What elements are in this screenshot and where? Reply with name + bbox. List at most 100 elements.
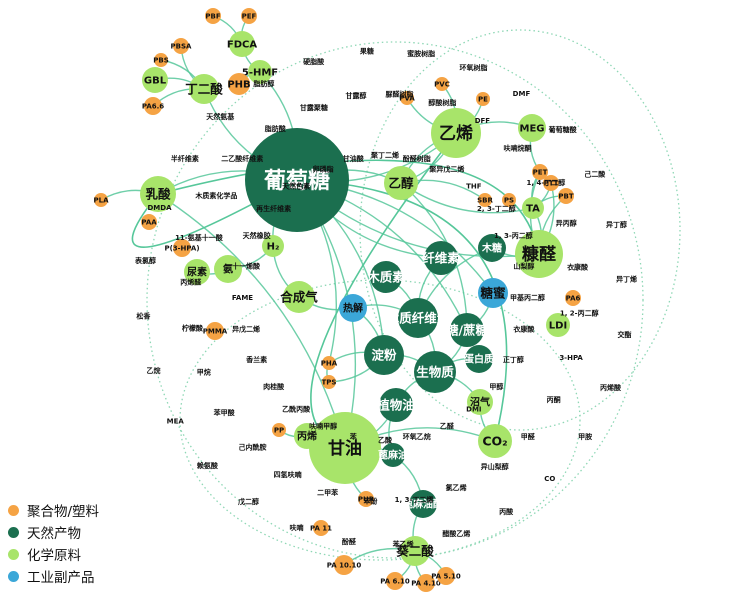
node-pbf[interactable]: PBF — [205, 8, 221, 24]
node-polyisoprene[interactable]: 聚异戊二烯 — [428, 165, 464, 174]
node-pbs[interactable]: PBS — [153, 53, 169, 67]
node-lignin_chem[interactable]: 木质素化学品 — [194, 191, 237, 200]
node-propylene[interactable]: 丙烯 — [294, 423, 320, 449]
node-isopropanol[interactable]: 异丙醇 — [556, 218, 577, 227]
node-anhydride[interactable]: 甘油酸 — [343, 154, 365, 163]
node-urea[interactable]: 尿素 — [184, 259, 210, 285]
node-mannan[interactable]: 甘露聚糖 — [300, 103, 328, 112]
node-pe[interactable]: PE — [476, 92, 490, 106]
node-thf2[interactable]: 四氢呋喃 — [274, 470, 302, 479]
node-phenolic_resin[interactable]: 酚醛树脂 — [403, 154, 431, 163]
node-pa1010[interactable]: PA 10.10 — [327, 555, 362, 575]
node-epoxy[interactable]: 环氧树脂 — [460, 63, 488, 72]
node-sorbitol[interactable]: 山梨醇 — [513, 261, 534, 270]
node-pa6[interactable]: PA6 — [565, 290, 581, 306]
node-p3hpa[interactable]: P(3-HPA) — [164, 239, 200, 257]
node-paa[interactable]: PAA — [141, 214, 157, 230]
node-caprolactam[interactable]: 己内酰胺 — [239, 443, 267, 452]
node-pyrolysis[interactable]: 热解 — [339, 294, 367, 322]
node-phenol[interactable]: 苯酚 — [362, 497, 378, 506]
node-hemicellulose[interactable]: 半纤维素 — [171, 154, 199, 163]
node-eo[interactable]: 环氧乙烷 — [403, 432, 431, 441]
node-cinnamic[interactable]: 肉桂酸 — [263, 382, 285, 391]
node-epichlorohydrin[interactable]: 表氯醇 — [134, 256, 156, 265]
node-meg[interactable]: MEG — [518, 114, 546, 142]
node-ethylene[interactable]: 乙烯 — [431, 108, 481, 158]
node-isobutanol[interactable]: 异丁醇 — [606, 220, 627, 229]
node-pbt[interactable]: PBT — [558, 188, 574, 204]
node-propanediol12[interactable]: 1, 2-丙二醇 — [560, 308, 599, 317]
node-natural_pigment[interactable]: 天然色素 — [282, 182, 310, 191]
node-phenol2[interactable]: 酚醛 — [342, 537, 357, 546]
node-sbr[interactable]: SBR — [477, 193, 493, 207]
node-butadiene13[interactable]: 1, 3-丁二烯 — [395, 495, 434, 504]
node-gbl[interactable]: GBL — [142, 67, 168, 93]
node-castoroil[interactable]: 蓖麻油酸 — [403, 490, 444, 518]
node-pa11[interactable]: PA 11 — [310, 520, 332, 536]
node-butadiene_rubber[interactable]: 聚丁二烯 — [370, 151, 399, 160]
node-fdca[interactable]: FDCA — [227, 31, 257, 57]
node-levulinic[interactable]: 乙酰丙酸 — [282, 404, 311, 413]
node-styrene[interactable]: 苯乙烯 — [392, 539, 414, 548]
node-thf[interactable]: THF — [466, 183, 482, 191]
node-dmf[interactable]: DMF — [513, 90, 531, 98]
node-pet[interactable]: PET — [532, 164, 548, 180]
node-butanediol14[interactable]: 1, 4-丁二醇 — [527, 178, 566, 187]
node-fatty_alcohol[interactable]: 脂肪醇 — [252, 79, 274, 88]
node-rosin[interactable]: 松香 — [136, 311, 151, 320]
node-glucaric[interactable]: 葡萄糖酸 — [548, 125, 578, 134]
node-pa510[interactable]: PA 5.10 — [431, 567, 461, 585]
node-benzoic[interactable]: 苯甲酸 — [213, 408, 236, 417]
node-biogas[interactable]: 沼气 — [467, 389, 493, 415]
node-pef[interactable]: PEF — [241, 8, 257, 24]
node-butanol[interactable]: 正丁醇 — [503, 355, 524, 364]
node-dmi[interactable]: DMI — [466, 405, 481, 413]
node-hpa3[interactable]: 3-HPA — [559, 354, 583, 362]
node-furfurylalcohol[interactable]: 呋喃甲醇 — [309, 421, 337, 430]
node-itaconic[interactable]: 衣康酸 — [567, 263, 589, 272]
node-ptt[interactable]: PTT — [543, 175, 559, 191]
node-stearic[interactable]: 硬脂酸 — [303, 57, 325, 66]
node-furfural[interactable]: 糠醛 — [515, 230, 563, 278]
node-lecithin[interactable]: 卵磷脂 — [313, 165, 334, 174]
node-ethanal[interactable]: 乙醛 — [440, 421, 455, 430]
node-castor[interactable]: 蓖麻油 — [378, 443, 408, 467]
node-ldi[interactable]: LDI — [546, 313, 570, 337]
node-tps[interactable]: TPS — [322, 375, 337, 389]
node-pa66[interactable]: PA6.6 — [142, 97, 164, 115]
node-succinic[interactable]: 丁二酸 — [185, 74, 223, 104]
node-cellulose[interactable]: 纤维素 — [422, 241, 460, 275]
node-vanillin[interactable]: 香兰素 — [245, 355, 267, 364]
node-ta[interactable]: TA — [522, 197, 544, 219]
node-molasses[interactable]: 糖蜜 — [478, 278, 508, 308]
node-sebacic[interactable]: 葵二酸 — [395, 536, 434, 566]
node-co2[interactable]: CO₂ — [478, 424, 512, 458]
node-pa610[interactable]: PA 6.10 — [380, 572, 410, 590]
node-glycerol[interactable]: 甘油 — [309, 412, 381, 484]
node-starch[interactable]: 淀粉 — [364, 335, 404, 375]
node-butanediol23[interactable]: 2, 3-丁二醇 — [477, 204, 516, 213]
node-phb[interactable]: PHB — [227, 73, 251, 95]
node-syngas[interactable]: 合成气 — [280, 281, 318, 313]
node-xylene[interactable]: 二甲苯 — [317, 488, 339, 497]
node-isosorbide[interactable]: 异山梨醇 — [481, 462, 509, 471]
node-aminoundecanoic[interactable]: 11-氨基十一酸 — [175, 233, 224, 242]
node-vinylchloride[interactable]: 氯乙烯 — [446, 483, 467, 492]
node-isoprene[interactable]: 异戊二烯 — [232, 325, 260, 334]
node-alkyd[interactable]: 醇酸树脂 — [428, 98, 456, 107]
node-hmf[interactable]: 5-HMF — [242, 60, 278, 84]
node-co[interactable]: CO — [544, 475, 555, 483]
node-pp[interactable]: PP — [272, 423, 286, 437]
node-methane[interactable]: 甲烷 — [197, 368, 211, 377]
node-formaldehyde[interactable]: 甲醛 — [521, 432, 536, 441]
node-mannitol[interactable]: 甘露醇 — [345, 91, 366, 100]
node-dmda[interactable]: DMDA — [147, 204, 172, 212]
node-undecylenic[interactable]: 十一烯酸 — [232, 261, 261, 270]
node-furanol[interactable]: 呋喃 — [289, 523, 303, 532]
node-lactide[interactable]: 交酯 — [618, 330, 632, 339]
node-dff[interactable]: DFF — [475, 117, 491, 125]
node-fatty_acid[interactable]: 脂肪酸 — [264, 124, 287, 133]
node-diacetate[interactable]: 二乙酸纤维素 — [221, 154, 263, 163]
node-benzene[interactable]: 苯 — [349, 432, 358, 441]
node-pvc[interactable]: PVC — [434, 77, 450, 91]
